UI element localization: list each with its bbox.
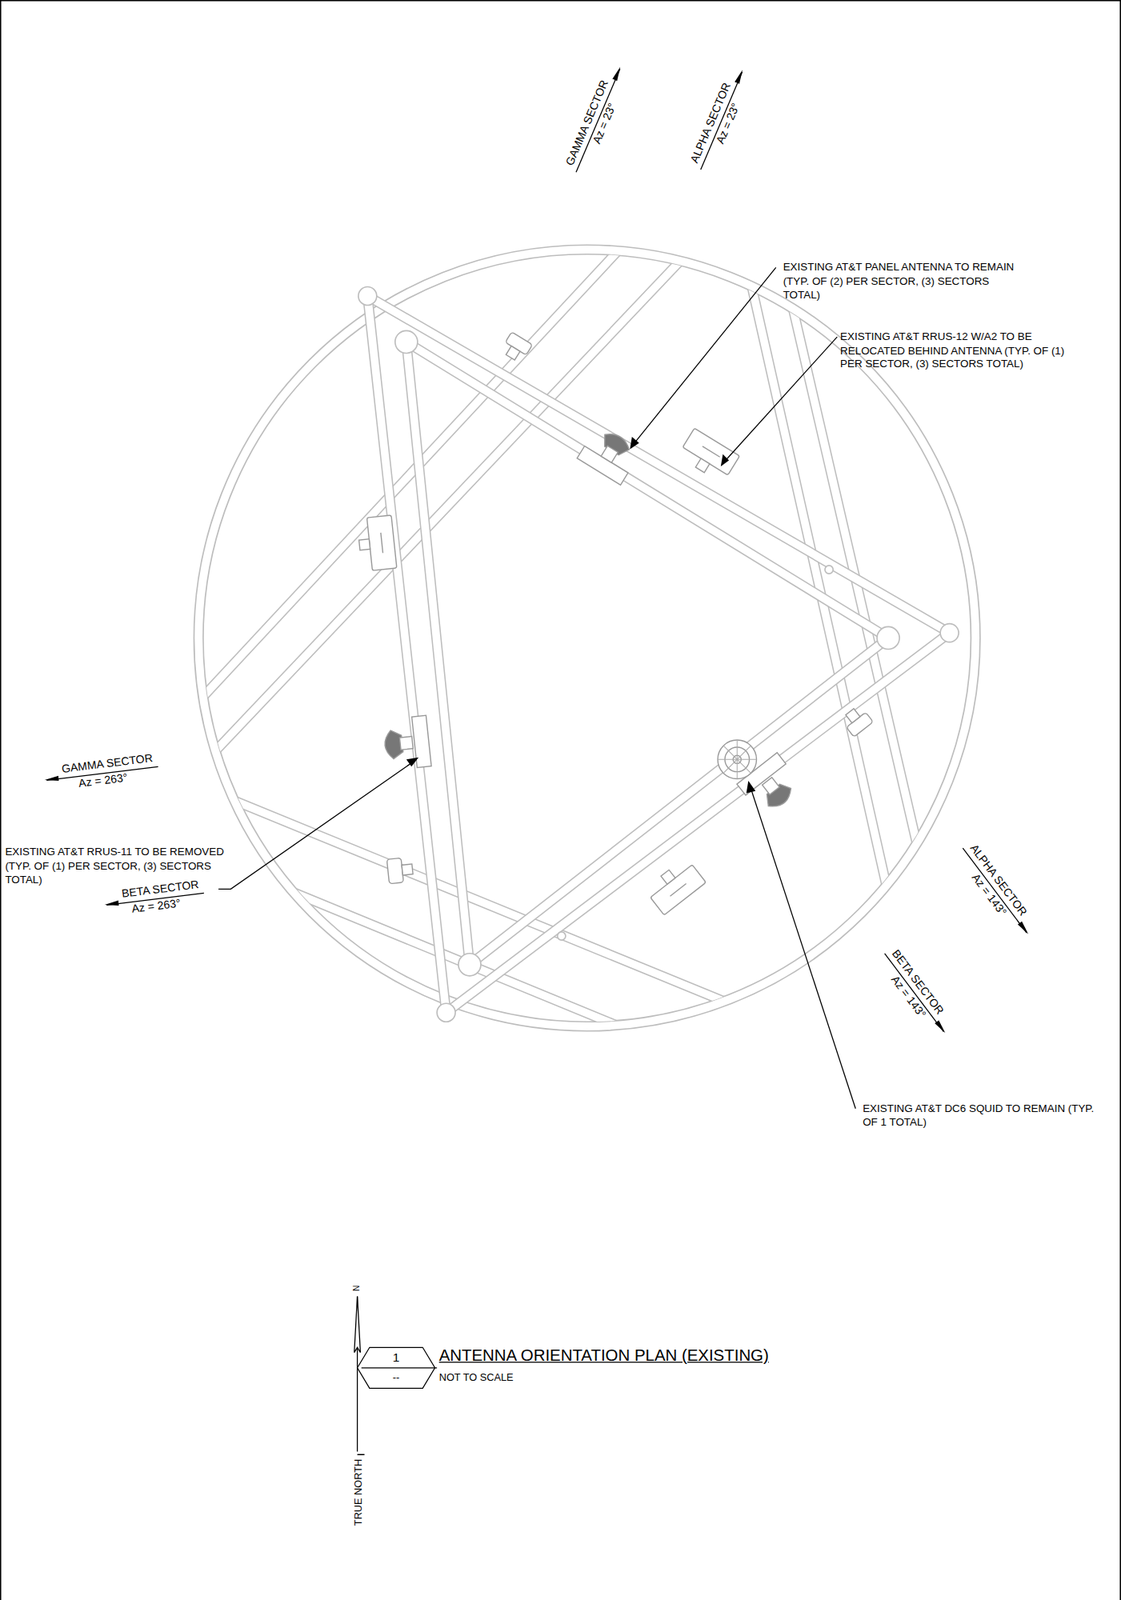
azimuth-arrowhead: [104, 899, 120, 909]
sector-azimuth-label: ALPHA SECTORAz = 23°: [686, 65, 757, 176]
sector-name: GAMMA SECTOR: [60, 751, 153, 775]
azimuth-arrowhead: [733, 68, 747, 85]
detail-number: 1: [357, 1351, 436, 1364]
azimuth-arrowhead: [932, 1019, 949, 1036]
azimuth-arrowhead: [1016, 920, 1032, 937]
scale-note: NOT TO SCALE: [439, 1371, 514, 1386]
callout-note: EXISTING AT&T PANEL ANTENNA TO REMAIN (T…: [783, 260, 1021, 302]
sector-azimuth-label: GAMMA SECTORAz = 263°: [44, 751, 160, 795]
sector-azimuth-label: BETA SECTORAz = 143°: [872, 944, 957, 1041]
north-label: TRUE NORTH: [352, 1459, 364, 1526]
callout-note: EXISTING AT&T DC6 SQUID TO REMAIN (TYP. …: [862, 1101, 1108, 1130]
callout-hexagon: 1 --: [357, 1347, 436, 1389]
drawing-title: ANTENNA ORIENTATION PLAN (EXISTING): [439, 1345, 769, 1366]
sector-azimuth-label: ALPHA SECTORAz = 143°: [951, 838, 1040, 942]
sector-azimuth-label: BETA SECTORAz = 263°: [104, 877, 206, 920]
azimuth-arrowhead: [611, 65, 625, 82]
callout-note: EXISTING AT&T RRUS-12 W/A2 TO BE RELOCAT…: [840, 329, 1067, 372]
azimuth-arrowhead: [44, 774, 60, 785]
north-letter: N: [352, 1285, 361, 1292]
sector-name: BETA SECTOR: [120, 877, 200, 900]
callout-note: EXISTING AT&T RRUS-11 TO BE REMOVED (TYP…: [4, 844, 236, 887]
sheet-number: --: [357, 1373, 436, 1384]
sector-azimuth-label: GAMMA SECTORAz = 23°: [561, 63, 633, 179]
